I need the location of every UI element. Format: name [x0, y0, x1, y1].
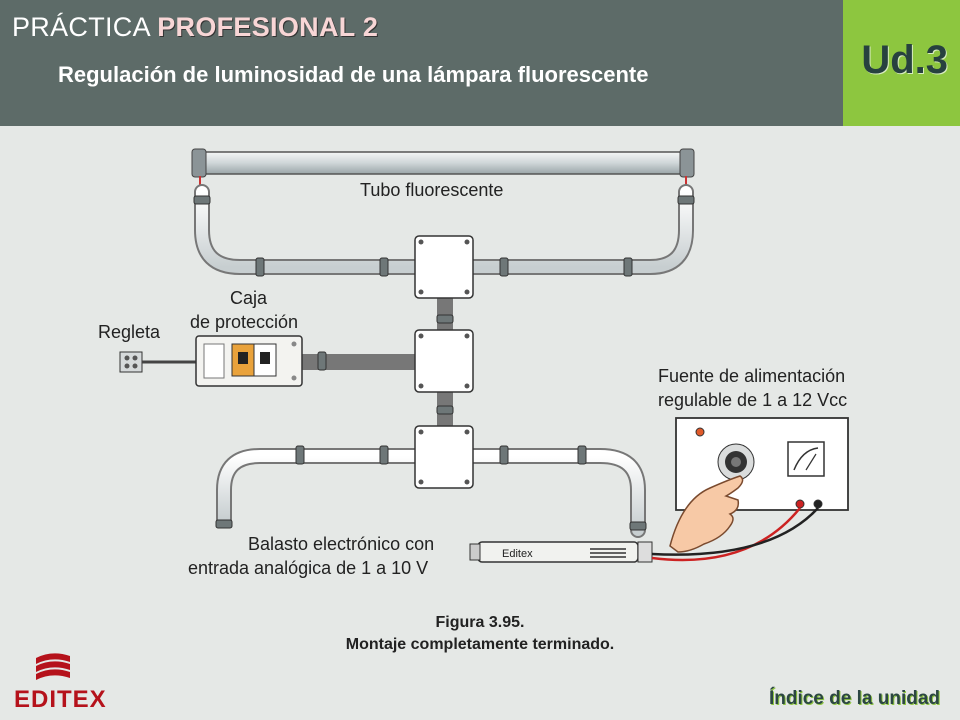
figure-number: Figura 3.95.: [435, 614, 525, 631]
protection-box: [195, 335, 303, 387]
ballast-label-line2: entrada analógica de 1 a 10 V: [188, 558, 429, 578]
electronic-ballast: Editex: [469, 541, 653, 563]
power-supply-label-line2: regulable de 1 a 12 Vcc: [658, 390, 848, 410]
practice-title-light: PRÁCTICA: [12, 12, 158, 42]
practice-title-strong: PROFESIONAL 2: [157, 12, 379, 42]
pipe-clamps: [193, 195, 695, 531]
unit-label: Ud.3: [861, 38, 948, 82]
terminal-strip: [119, 351, 198, 373]
protection-box-label-line1: Caja: [230, 288, 268, 308]
header-bar: PRÁCTICA PROFESIONAL 2 Regulación de lum…: [0, 0, 843, 126]
practice-subtitle: Regulación de luminosidad de una lámpara…: [58, 62, 649, 87]
editex-logo-icon: [36, 653, 70, 680]
output-cables: [651, 507, 819, 562]
editex-logo: EDITEX: [14, 648, 107, 716]
unit-badge: Ud.3: [843, 0, 960, 126]
hand-icon: [669, 475, 744, 553]
terminal-strip-label: Regleta: [98, 322, 161, 342]
editex-logo-text: EDITEX: [14, 686, 107, 713]
figure-caption: Montaje completamente terminado.: [345, 636, 615, 653]
practice-title: PRÁCTICA PROFESIONAL 2: [12, 12, 378, 43]
junction-boxes: [414, 235, 474, 489]
ballast-brand: Editex: [502, 548, 533, 560]
unit-index-link[interactable]: Índice de la unidad: [768, 688, 940, 709]
power-supply-label-line1: Fuente de alimentación: [658, 366, 846, 386]
assembly-illustration: Editex: [119, 148, 849, 563]
ballast-label-line1: Balasto electrónico con: [248, 534, 435, 554]
tube-label: Tubo fluorescente: [360, 180, 504, 200]
fluorescent-tube: [191, 148, 695, 192]
assembly-diagram: Editex Tubo fluorescente Caja de protecc…: [90, 140, 870, 590]
protection-box-label-line2: de protección: [190, 312, 299, 332]
